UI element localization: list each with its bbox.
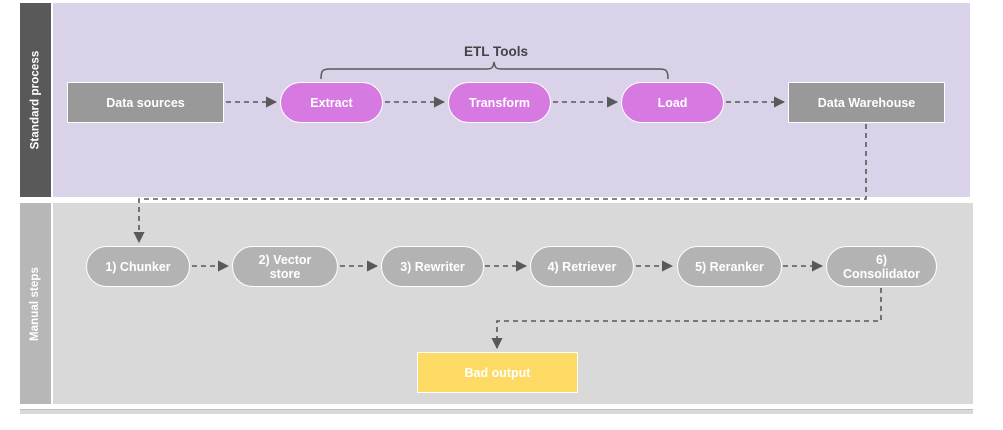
lane-label-standard-process: Standard process bbox=[20, 3, 51, 197]
node-data-sources[interactable]: Data sources bbox=[67, 82, 224, 123]
node-data-warehouse[interactable]: Data Warehouse bbox=[788, 82, 945, 123]
node-vector-store[interactable]: 2) Vector store bbox=[232, 246, 338, 287]
node-extract[interactable]: Extract bbox=[280, 82, 383, 123]
node-transform[interactable]: Transform bbox=[448, 82, 551, 123]
bottom-divider bbox=[20, 409, 973, 414]
node-reranker[interactable]: 5) Reranker bbox=[677, 246, 782, 287]
etl-tools-label: ETL Tools bbox=[464, 44, 528, 59]
node-consolidator[interactable]: 6) Consolidator bbox=[826, 246, 937, 287]
lane-label-manual-steps: Manual steps bbox=[20, 203, 51, 404]
lane-label-standard-process-text: Standard process bbox=[29, 50, 42, 150]
node-chunker[interactable]: 1) Chunker bbox=[86, 246, 190, 287]
node-load[interactable]: Load bbox=[621, 82, 724, 123]
node-rewriter[interactable]: 3) Rewriter bbox=[381, 246, 484, 287]
node-retriever[interactable]: 4) Retriever bbox=[530, 246, 634, 287]
lane-label-manual-steps-text: Manual steps bbox=[29, 266, 42, 341]
node-bad-output[interactable]: Bad output bbox=[417, 352, 578, 393]
